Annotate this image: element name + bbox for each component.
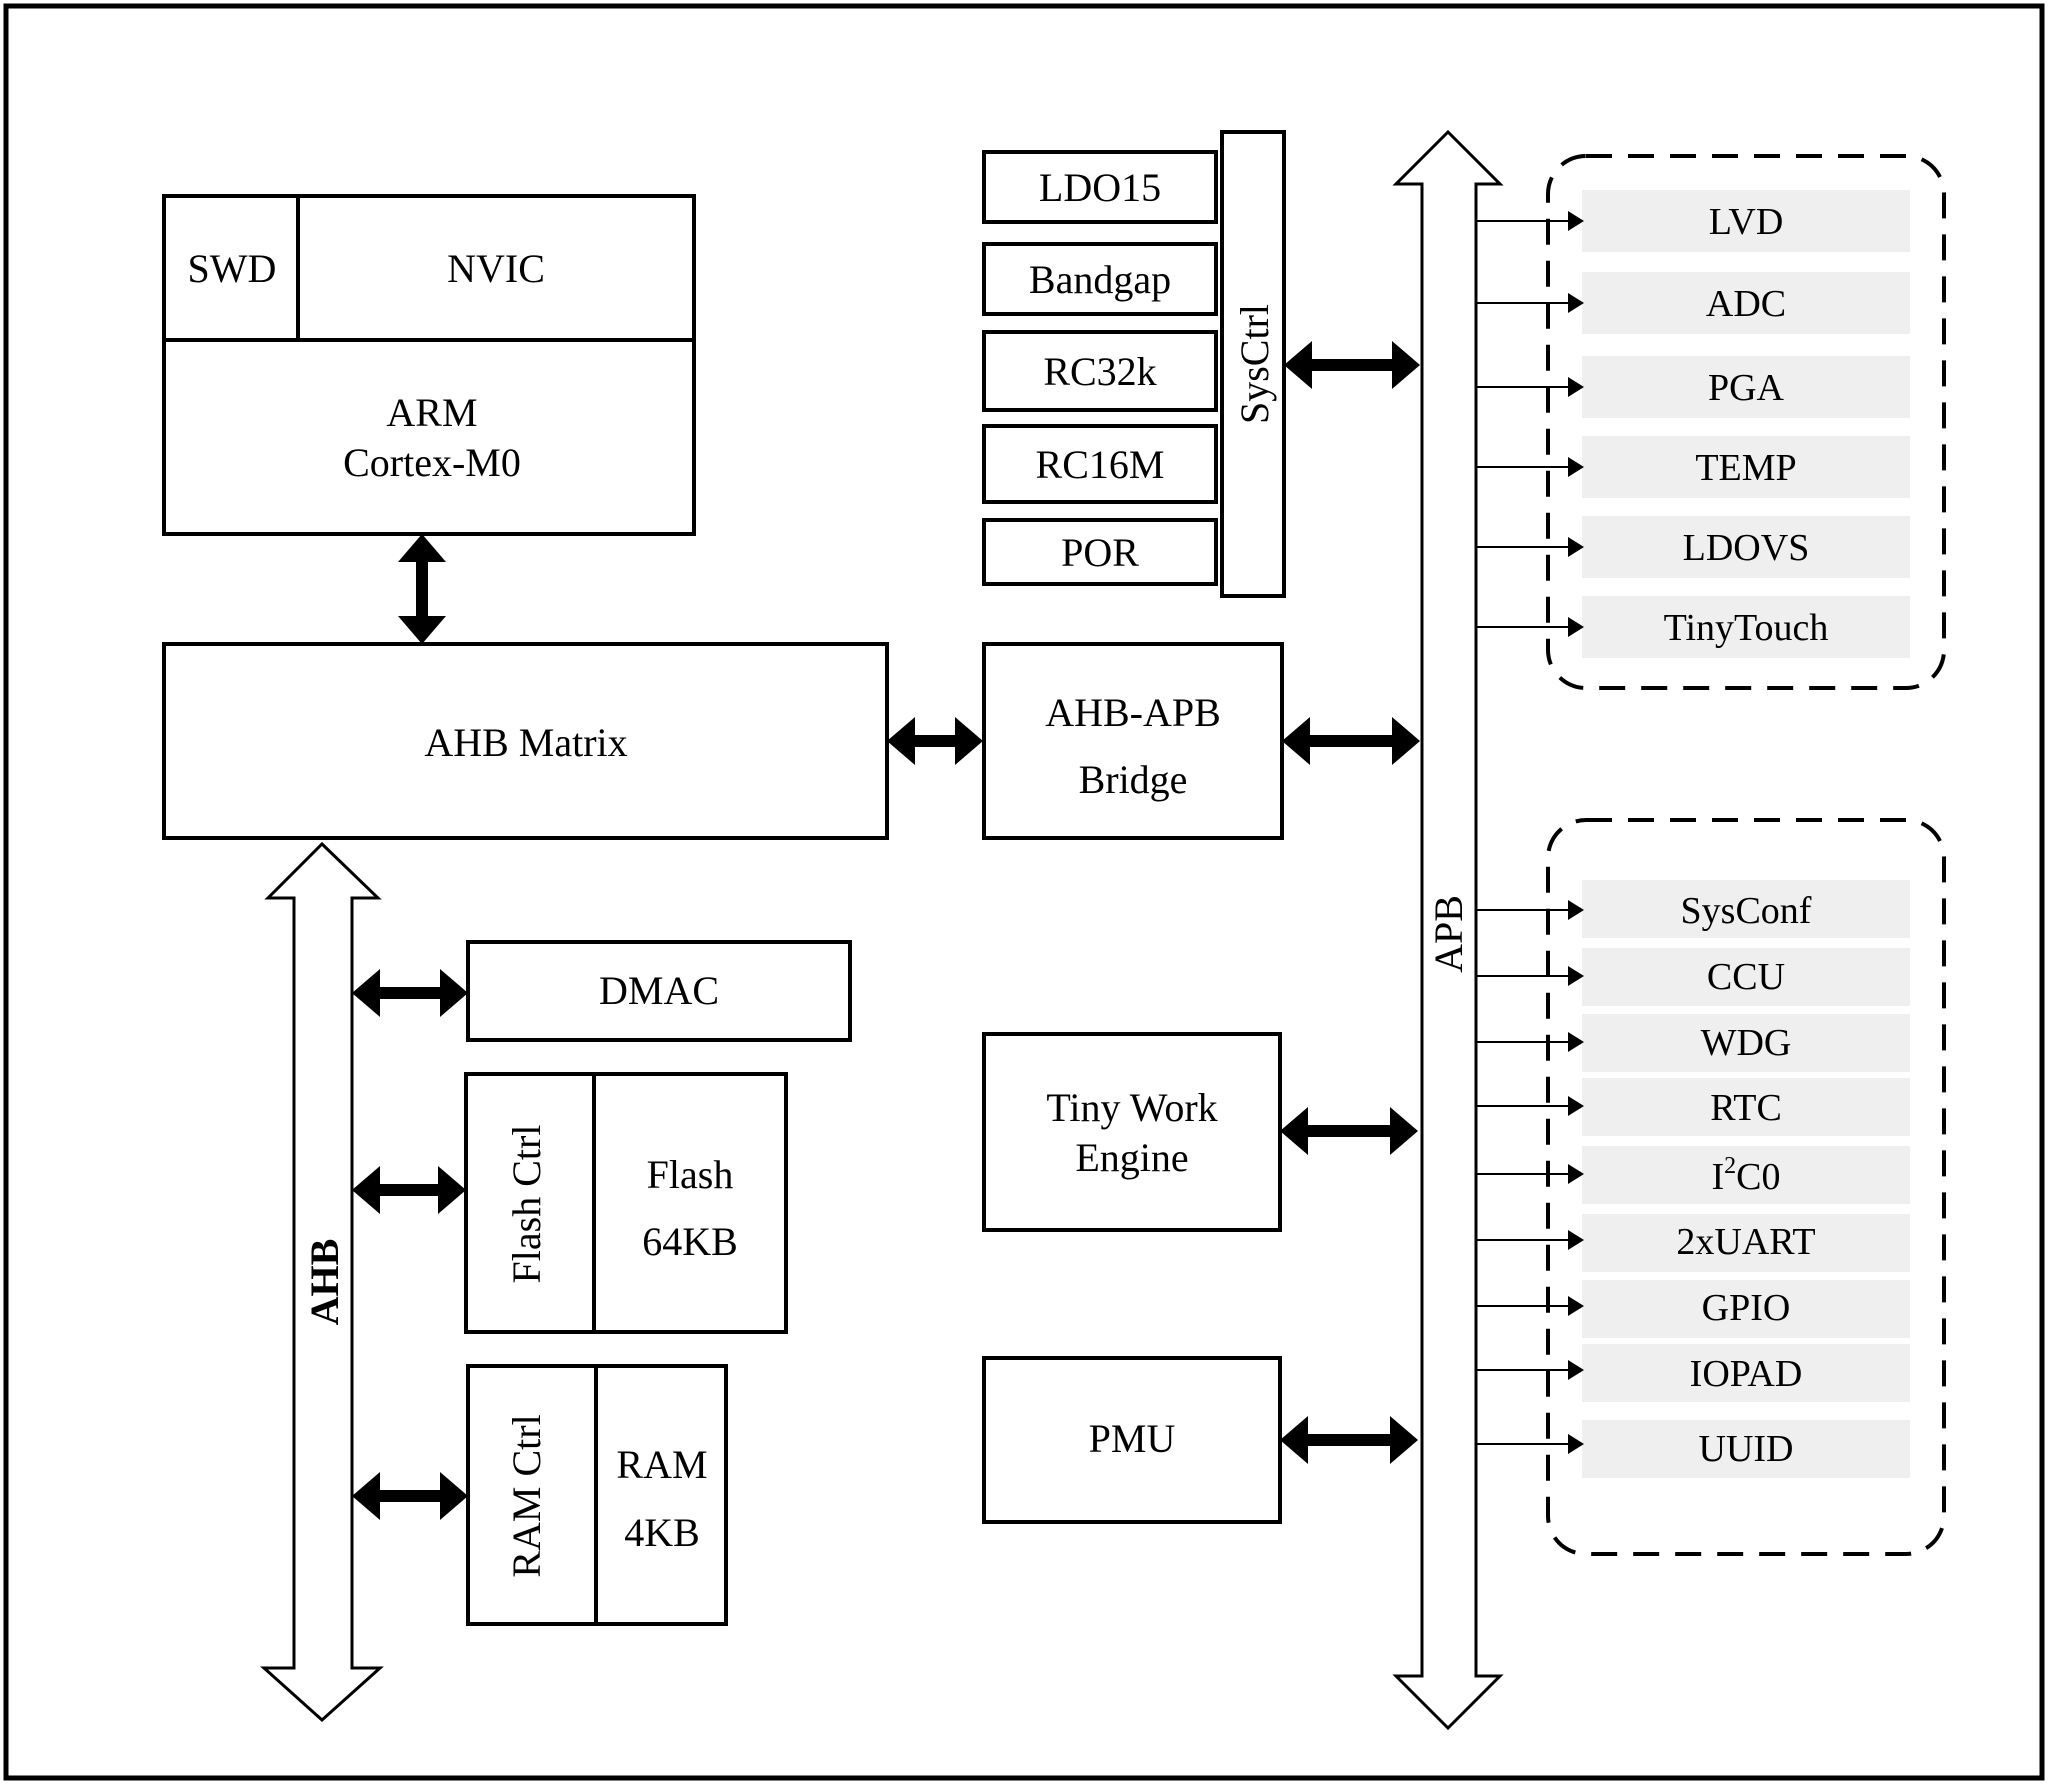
pga-label: PGA xyxy=(1708,367,1785,409)
peripheral-rtc: RTC xyxy=(1476,1078,1910,1136)
analog-peripheral-group xyxy=(1546,154,1946,690)
sysctrl-apb-arrow xyxy=(1284,341,1420,389)
flash-label-line1: Flash xyxy=(647,1152,734,1197)
adc-label: ADC xyxy=(1706,283,1786,325)
i2c0-prefix: I xyxy=(1711,1156,1724,1198)
apb-bus-label: APB xyxy=(1426,895,1471,973)
sysctrl-item-rc32k: RC32k xyxy=(1043,349,1156,394)
flash-ctrl-label: Flash Ctrl xyxy=(504,1125,549,1284)
tinywork-apb-arrow xyxy=(1280,1107,1418,1155)
ram-label-line2: 4KB xyxy=(624,1510,700,1555)
swd-label: SWD xyxy=(188,246,277,291)
ahb-matrix-label: AHB Matrix xyxy=(424,720,627,765)
rtc-label: RTC xyxy=(1710,1087,1782,1129)
uuid-label: UUID xyxy=(1699,1428,1794,1470)
cpu-block: SWD NVIC ARM Cortex-M0 xyxy=(162,194,696,536)
pmu-block: PMU xyxy=(982,1356,1282,1524)
sysctrl-group: LDO15 Bandgap RC32k RC16M POR SysCtrl xyxy=(982,130,1286,598)
bridge-apb-arrow xyxy=(1282,717,1420,765)
dmac-label: DMAC xyxy=(599,968,719,1013)
sysconf-label: SysConf xyxy=(1681,890,1812,932)
peripheral-i2c0: I2C0 xyxy=(1476,1146,1910,1204)
matrix-bridge-arrow xyxy=(887,717,983,765)
peripheral-tinytouch: TinyTouch xyxy=(1476,596,1910,658)
ahb-ram-arrow xyxy=(352,1472,468,1520)
pmu-apb-arrow xyxy=(1280,1416,1418,1464)
apb-bus-arrow xyxy=(1392,129,1504,1731)
sysctrl-item-box xyxy=(982,330,1218,412)
i2c0-suffix: C0 xyxy=(1736,1156,1780,1198)
sysctrl-item-box xyxy=(982,424,1218,504)
sysctrl-box xyxy=(1220,130,1286,598)
peripheral-ldovs: LDOVS xyxy=(1476,516,1910,578)
ahb-flash-arrow xyxy=(352,1166,466,1214)
peripheral-pga: PGA xyxy=(1476,356,1910,418)
tinywork-label-line1: Tiny Work xyxy=(1046,1085,1217,1130)
sysctrl-item-box xyxy=(982,518,1218,586)
temp-label: TEMP xyxy=(1695,447,1796,489)
lvd-label: LVD xyxy=(1709,201,1784,243)
pmu-label: PMU xyxy=(1089,1416,1176,1461)
cpu-matrix-arrow xyxy=(398,534,446,644)
iopad-label: IOPAD xyxy=(1690,1353,1803,1395)
cortex-m0-label: Cortex-M0 xyxy=(343,440,521,485)
peripheral-ccu: CCU xyxy=(1476,948,1910,1006)
ram-label-line1: RAM xyxy=(616,1442,707,1487)
bridge-label-line2: Bridge xyxy=(1079,757,1188,802)
peripheral-gpio: GPIO xyxy=(1476,1280,1910,1338)
sysctrl-item-rc16m: RC16M xyxy=(1036,442,1165,487)
sysctrl-item-ldo15: LDO15 xyxy=(1039,165,1161,210)
peripheral-2xuart: 2xUART xyxy=(1476,1214,1910,1272)
sysctrl-item-por: POR xyxy=(1061,530,1139,575)
ram-ctrl-label: RAM Ctrl xyxy=(504,1414,549,1577)
uart-label: 2xUART xyxy=(1676,1221,1815,1263)
nvic-label: NVIC xyxy=(447,246,545,291)
sysctrl-item-bandgap: Bandgap xyxy=(1029,257,1171,302)
peripheral-wdg: WDG xyxy=(1476,1014,1910,1072)
ahb-apb-bridge-block: AHB-APB Bridge xyxy=(982,642,1284,840)
ahb-bus-label: AHB xyxy=(302,1239,347,1326)
gpio-label: GPIO xyxy=(1702,1287,1791,1329)
dmac-block: DMAC xyxy=(466,940,852,1042)
bridge-label-line1: AHB-APB xyxy=(1045,690,1221,735)
ahb-bus-arrow xyxy=(260,841,384,1723)
ccu-label: CCU xyxy=(1707,956,1785,998)
sysctrl-label: SysCtrl xyxy=(1232,304,1277,424)
wdg-label: WDG xyxy=(1701,1022,1792,1064)
tinytouch-label: TinyTouch xyxy=(1664,607,1829,649)
ahb-matrix-block: AHB Matrix xyxy=(162,642,889,840)
peripheral-temp: TEMP xyxy=(1476,436,1910,498)
i2c0-superscript: 2 xyxy=(1724,1153,1736,1179)
ahb-dmac-arrow xyxy=(352,969,468,1017)
arm-label: ARM xyxy=(386,390,477,435)
tinywork-label-line2: Engine xyxy=(1075,1135,1188,1180)
tinywork-engine-block: Tiny Work Engine xyxy=(982,1032,1282,1232)
peripheral-adc: ADC xyxy=(1476,272,1910,334)
peripheral-sysconf: SysConf xyxy=(1476,880,1910,938)
peripheral-iopad: IOPAD xyxy=(1476,1344,1910,1402)
ldovs-label: LDOVS xyxy=(1683,527,1810,569)
ram-block: RAM Ctrl RAM 4KB xyxy=(466,1364,728,1626)
peripheral-lvd: LVD xyxy=(1476,190,1910,252)
peripheral-uuid: UUID xyxy=(1476,1420,1910,1478)
sysctrl-item-box xyxy=(982,242,1218,316)
flash-label-line2: 64KB xyxy=(642,1219,738,1264)
flash-block: Flash Ctrl Flash 64KB xyxy=(464,1072,788,1334)
i2c0-label: I2C0 xyxy=(1711,1153,1780,1198)
sysctrl-item-box xyxy=(982,150,1218,224)
